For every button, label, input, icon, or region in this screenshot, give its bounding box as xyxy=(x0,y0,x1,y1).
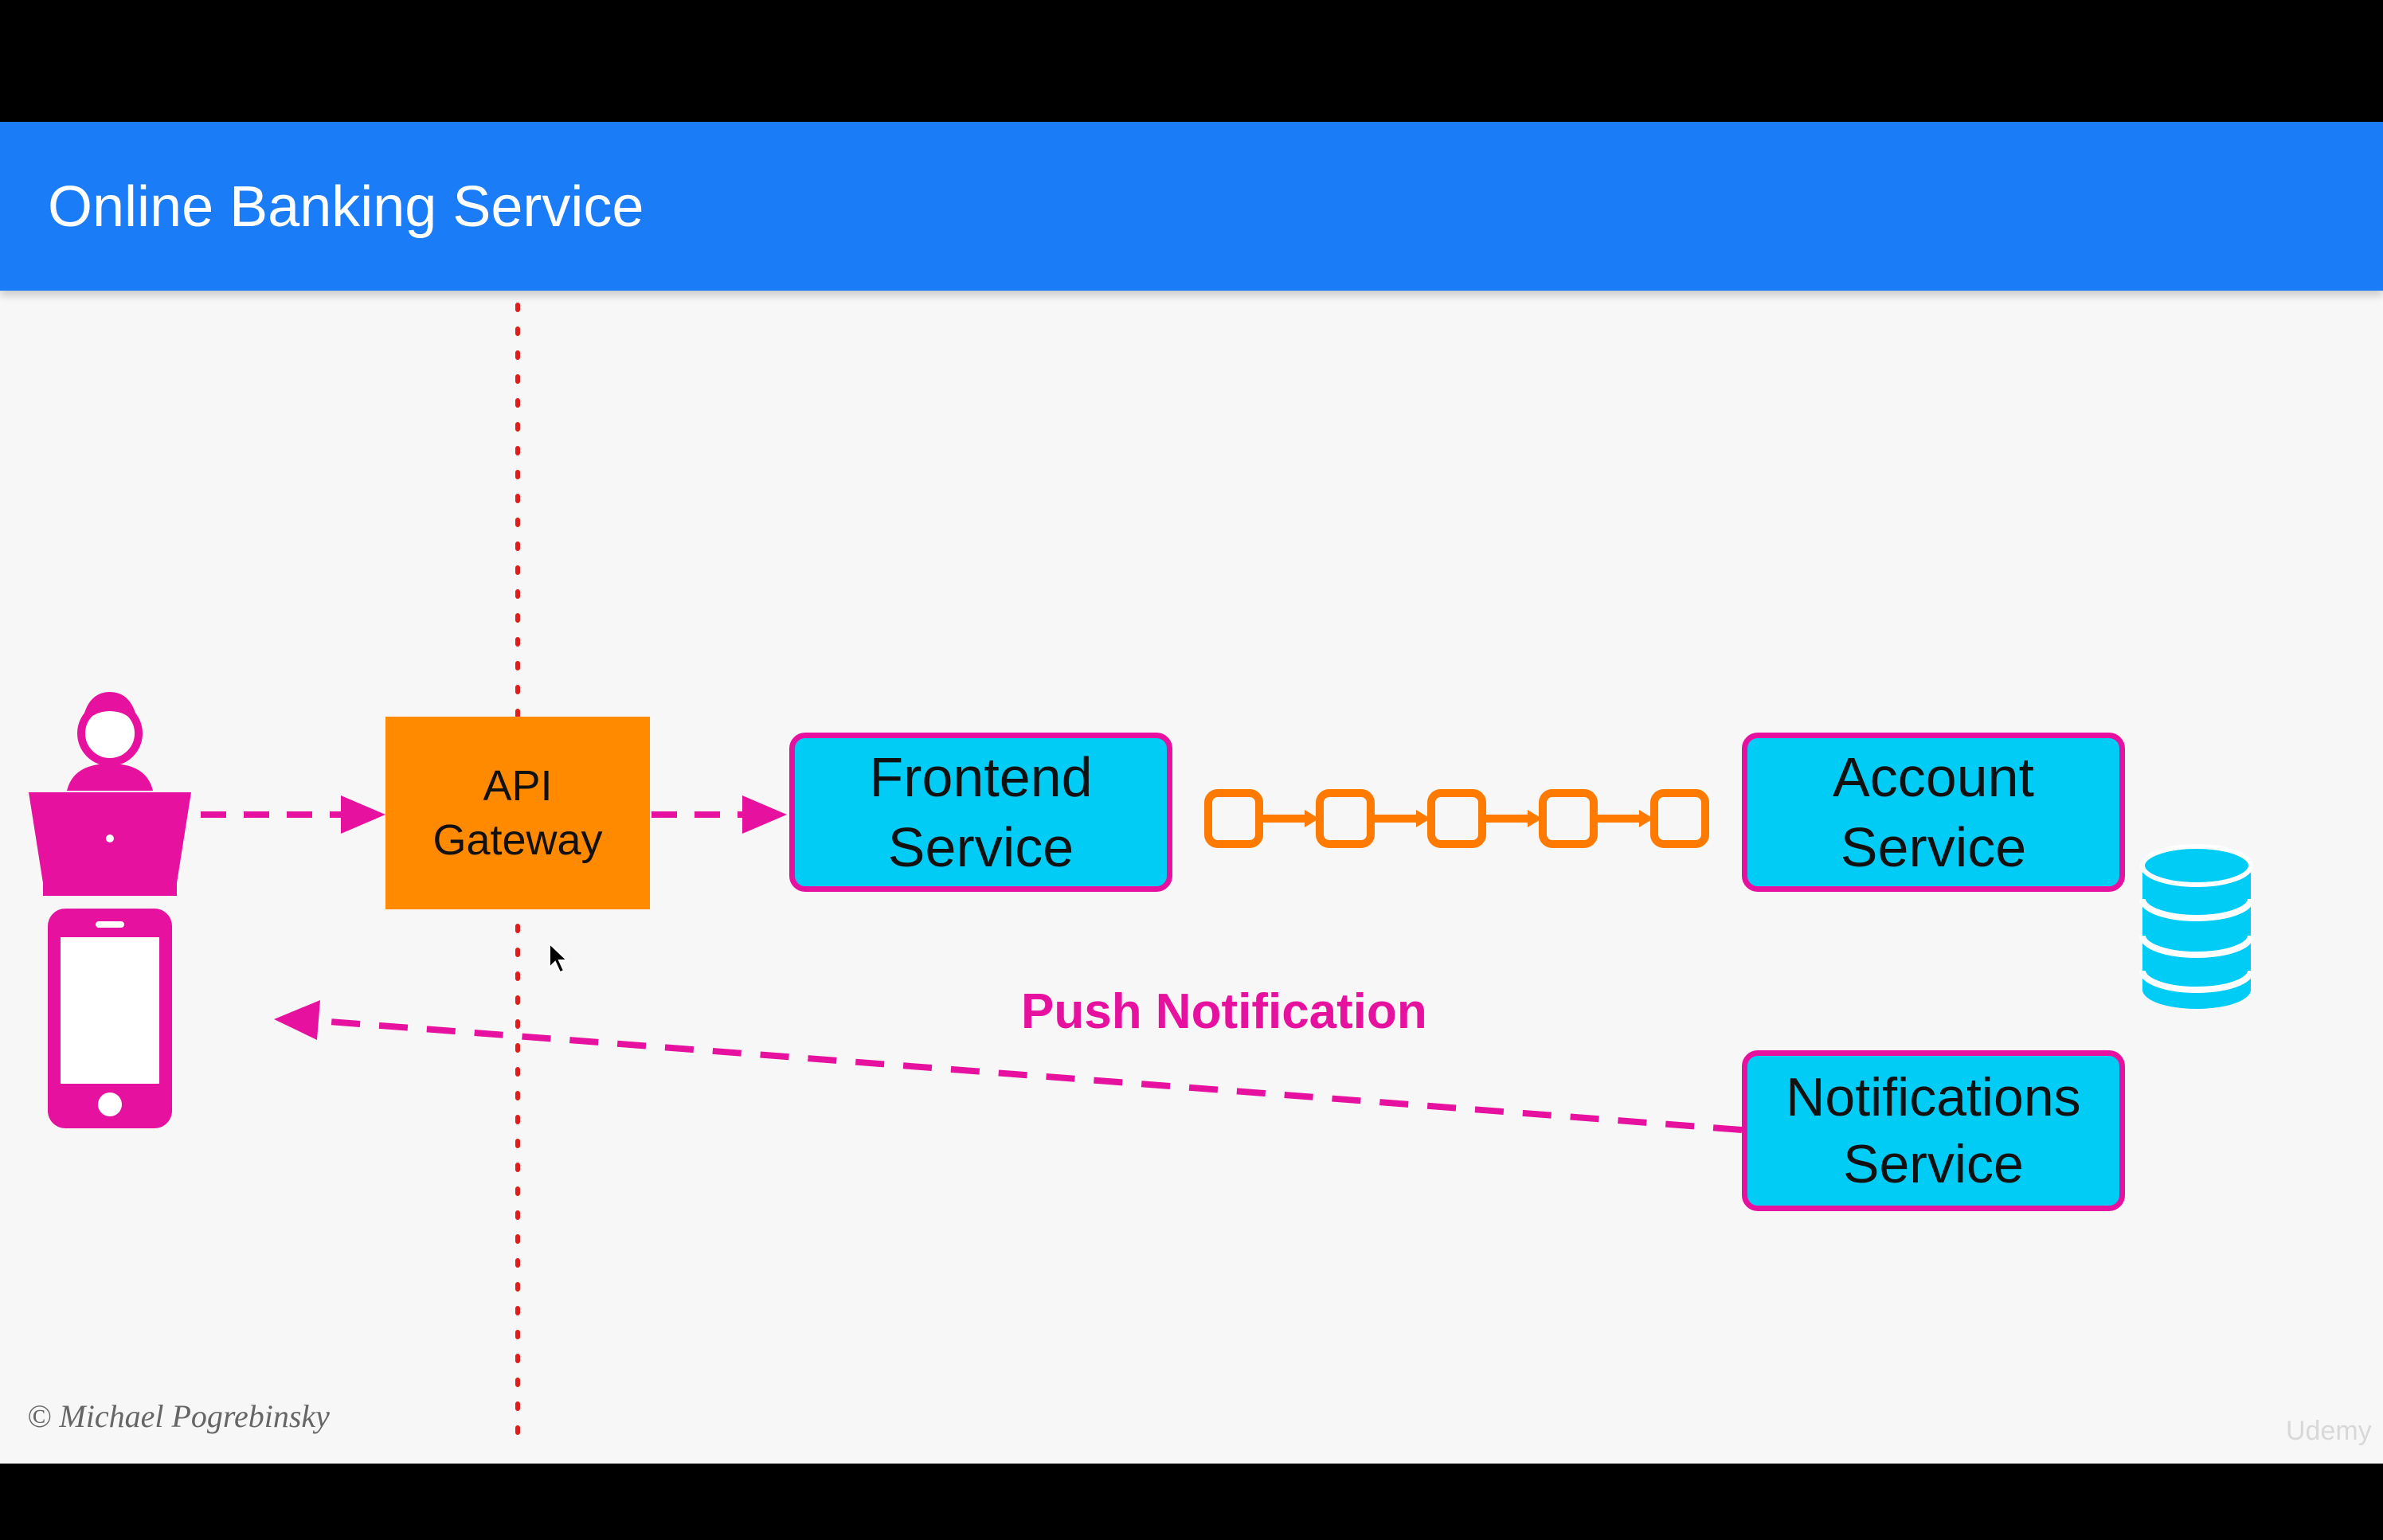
message-queue-icon xyxy=(1204,789,1709,848)
arrow-push-notification xyxy=(274,1000,1743,1133)
header-bar: Online Banking Service xyxy=(0,122,2383,291)
smartphone-icon xyxy=(48,909,172,1128)
slide: Online Banking Service xyxy=(0,122,2383,1464)
frontend-service-label-line1: Frontend xyxy=(869,746,1093,808)
laptop-icon xyxy=(29,792,191,896)
page-title: Online Banking Service xyxy=(48,175,644,239)
frontend-service-box: Frontend Service xyxy=(789,733,1172,892)
mouse-cursor-icon xyxy=(549,941,569,974)
udemy-watermark: Udemy xyxy=(2286,1416,2372,1446)
user-icon xyxy=(67,692,153,791)
notifications-service-box: Notifications Service xyxy=(1742,1050,2125,1211)
notifications-service-label-line2: Service xyxy=(1843,1134,2024,1194)
arrow-user-to-gateway xyxy=(201,795,385,834)
notifications-service-label-line1: Notifications xyxy=(1786,1067,2081,1128)
frontend-service-label-line2: Service xyxy=(887,816,1074,878)
copyright-text: © Michael Pogrebinsky xyxy=(27,1398,330,1434)
api-gateway-box: API Gateway xyxy=(385,717,650,909)
account-service-box: Account Service xyxy=(1742,733,2125,892)
push-notification-label: Push Notification xyxy=(1021,984,1427,1039)
api-gateway-label-line2: Gateway xyxy=(432,816,603,864)
api-gateway-label-line1: API xyxy=(483,762,553,810)
architecture-diagram xyxy=(29,303,2254,1454)
arrow-gateway-to-frontend xyxy=(652,795,787,834)
account-service-label-line2: Service xyxy=(1840,816,2027,878)
database-icon xyxy=(2139,844,2254,1009)
account-service-label-line1: Account xyxy=(1833,746,2034,808)
